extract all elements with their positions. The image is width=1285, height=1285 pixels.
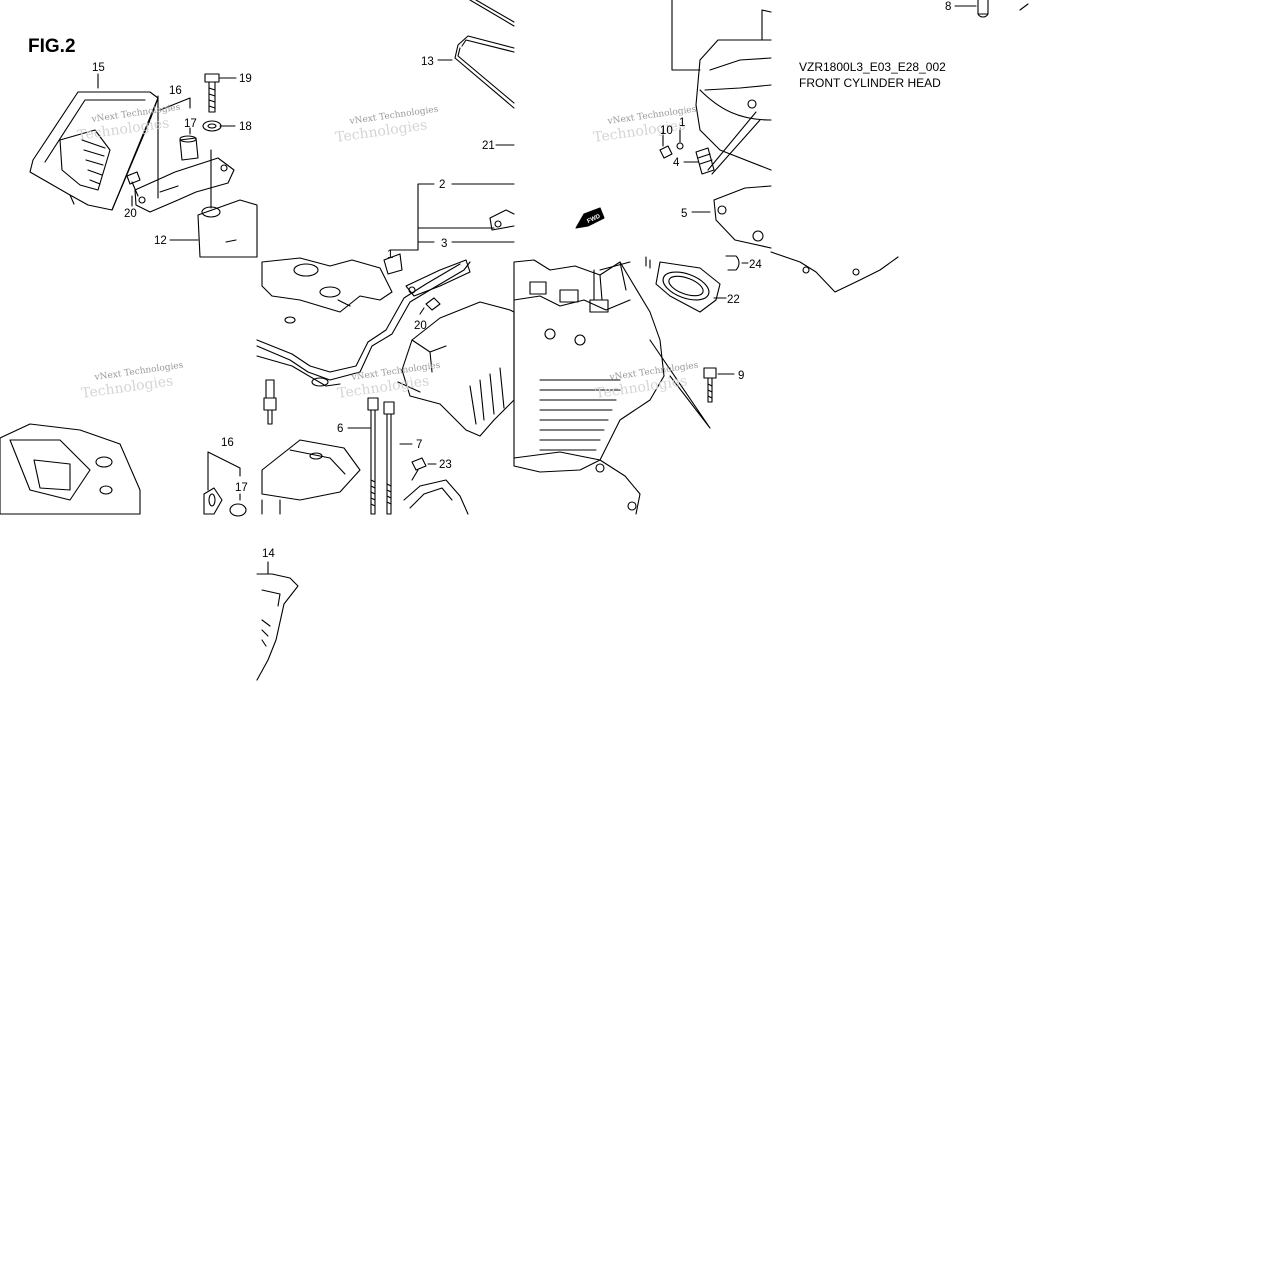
callout-4: 4	[673, 157, 680, 169]
part-1-bracket-lower	[383, 253, 471, 297]
part-19-bolt	[204, 73, 220, 113]
callout-7: 7	[416, 439, 422, 451]
part-head-upper-lower	[261, 439, 361, 515]
part-5-gasket-edge	[770, 251, 899, 293]
part-16-bracket-lower	[203, 487, 223, 515]
callout-labels: 15 16 17 19 18 20 12 13 21 2 3 1 20 6 7 …	[92, 1, 951, 560]
figure-title: FIG.2	[28, 36, 76, 57]
figure-code: VZR1800L3_E03_E28_002	[799, 60, 946, 74]
callout-12: 12	[154, 235, 167, 247]
figure-name: FRONT CYLINDER HEAD	[799, 76, 941, 90]
callout-17b: 17	[235, 482, 248, 494]
part-5-head-gasket	[713, 185, 772, 249]
part-18-washer	[202, 120, 222, 132]
part-20-bolt-a	[126, 171, 141, 197]
callout-24: 24	[749, 259, 762, 271]
part-14-side-cover	[256, 573, 299, 681]
part-2-bracket-top	[489, 209, 515, 231]
part-8-dowel-pin	[977, 0, 989, 18]
part-23-screw	[411, 457, 427, 481]
callout-15: 15	[92, 62, 105, 74]
callout-5: 5	[681, 208, 687, 220]
callout-10: 10	[660, 125, 673, 137]
callout-1a: 1	[387, 249, 393, 261]
part-17-grommet-lower	[229, 503, 247, 517]
part-22-intake-pipe	[655, 261, 721, 313]
callout-21: 21	[482, 140, 495, 152]
part-cylinder-head-body	[513, 259, 665, 473]
part-5-gasket-lower	[513, 451, 641, 515]
callout-6: 6	[337, 423, 343, 435]
callout-16b: 16	[221, 437, 234, 449]
part-12-cylinder-cover	[197, 199, 258, 258]
part-4-dowel	[695, 147, 715, 175]
callout-8: 8	[945, 1, 951, 13]
callout-20a: 20	[124, 208, 137, 220]
figure-caption: VZR1800L3_E03_E28_002 FRONT CYLINDER HEA…	[799, 59, 946, 91]
callout-16a: 16	[169, 85, 182, 97]
part-24-clip	[725, 255, 740, 271]
part-20-bolt-b	[419, 297, 441, 315]
callout-3: 3	[441, 238, 447, 250]
callout-1b: 1	[679, 117, 685, 129]
part-10-bolt	[659, 142, 684, 159]
callout-20b: 20	[414, 320, 427, 332]
callout-14: 14	[262, 548, 275, 560]
part-16-bracket	[134, 157, 235, 213]
part-cylinder-head-upper	[695, 9, 772, 171]
callout-13: 13	[421, 56, 434, 68]
part-6-long-bolt	[367, 397, 379, 515]
fwd-label: FWD	[586, 213, 602, 224]
part-22-intake-pipe-lower	[403, 479, 469, 515]
callout-23: 23	[439, 459, 452, 471]
part-12-cover-left	[0, 423, 141, 515]
part-12-head-cover-lower	[261, 257, 393, 313]
part-17-grommet	[179, 135, 199, 161]
callout-19: 19	[239, 73, 252, 85]
part-13-gasket-top	[454, 0, 515, 109]
callout-2: 2	[439, 179, 445, 191]
spark-plug	[263, 379, 277, 425]
callout-9: 9	[738, 370, 744, 382]
part-13-cover-gasket	[256, 261, 471, 387]
callout-17a: 17	[184, 118, 197, 130]
callout-22: 22	[727, 294, 740, 306]
part-7-long-bolt	[383, 401, 395, 515]
fwd-arrow	[575, 207, 605, 229]
part-15-side-cover	[29, 91, 159, 211]
part-9-bolt	[703, 367, 717, 403]
callout-18: 18	[239, 121, 252, 133]
